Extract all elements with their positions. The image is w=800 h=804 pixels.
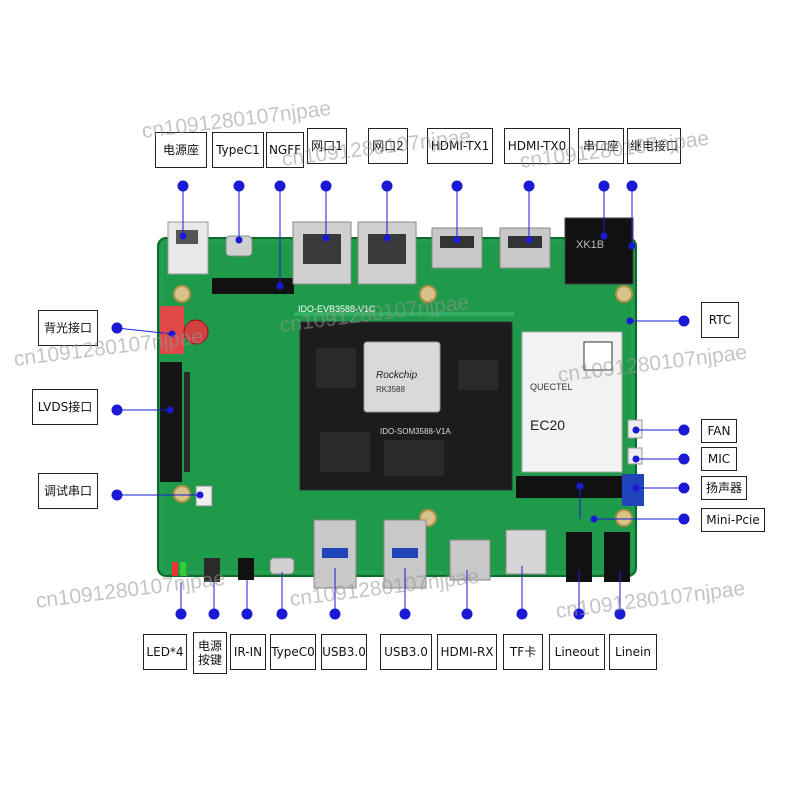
label-hdmi-rx: HDMI-RX — [437, 634, 497, 670]
silk-som: IDO-SOM3588-V1A — [380, 427, 451, 436]
ir-receiver — [238, 558, 254, 580]
power-button — [204, 558, 220, 582]
tf-slot — [505, 529, 547, 575]
label-led: LED*4 — [143, 634, 187, 670]
label-ethernet-1: 网口1 — [307, 128, 347, 164]
debug-header — [195, 485, 213, 507]
ngff-slot — [212, 278, 294, 294]
chip-brand: Rockchip — [376, 370, 418, 381]
label-power-socket: 电源座 — [155, 132, 207, 168]
capacitor — [183, 319, 209, 345]
hdmi-rx-port — [449, 539, 491, 581]
dc-jack — [167, 221, 209, 275]
serial-relay-block — [564, 217, 634, 285]
label-ngff: NGFF — [266, 132, 304, 168]
label-usb3-b: USB3.0 — [380, 634, 432, 670]
label-mic: MIC — [701, 447, 737, 471]
silk-main: IDO-EVB3588-V1C — [298, 304, 376, 314]
label-mini-pcie: Mini-Pcie — [701, 508, 765, 532]
label-hdmi-tx0: HDMI-TX0 — [504, 128, 570, 164]
label-power-key: 电源按键 — [193, 632, 227, 674]
label-fan: FAN — [701, 419, 737, 443]
leaders — [111, 180, 690, 620]
backlight-connector — [160, 306, 184, 354]
relay-mark: XK1B — [576, 239, 604, 251]
chip-model: RK3588 — [376, 385, 405, 394]
linein-jack — [604, 532, 630, 582]
label-serial-port: 串口座 — [578, 128, 624, 164]
label-typec0: TypeC0 — [270, 634, 316, 670]
mounting-holes — [173, 285, 633, 527]
module-brand: QUECTEL — [530, 382, 573, 392]
label-hdmi-tx1: HDMI-TX1 — [427, 128, 493, 164]
speaker-connector — [622, 474, 644, 506]
label-lvds: LVDS接口 — [32, 389, 98, 425]
label-lineout: Lineout — [549, 634, 605, 670]
label-ir-in: IR-IN — [230, 634, 266, 670]
module-model: EC20 — [530, 417, 565, 433]
label-typec1: TypeC1 — [212, 132, 264, 168]
label-relay-interface: 继电接口 — [627, 128, 681, 164]
typec0-connector — [269, 557, 295, 575]
label-usb3-a: USB3.0 — [321, 634, 367, 670]
label-backlight: 背光接口 — [38, 310, 98, 346]
label-speaker: 扬声器 — [701, 476, 747, 500]
ram-chip — [316, 348, 356, 388]
soc-chip — [363, 341, 441, 413]
led-row — [172, 562, 186, 576]
lvds-connector — [160, 362, 182, 482]
label-ethernet-2: 网口2 — [368, 128, 408, 164]
label-debug-serial: 调试串口 — [38, 473, 98, 509]
label-tf-card: TF卡 — [503, 634, 543, 670]
label-linein: Linein — [609, 634, 657, 670]
label-rtc: RTC — [701, 302, 739, 338]
